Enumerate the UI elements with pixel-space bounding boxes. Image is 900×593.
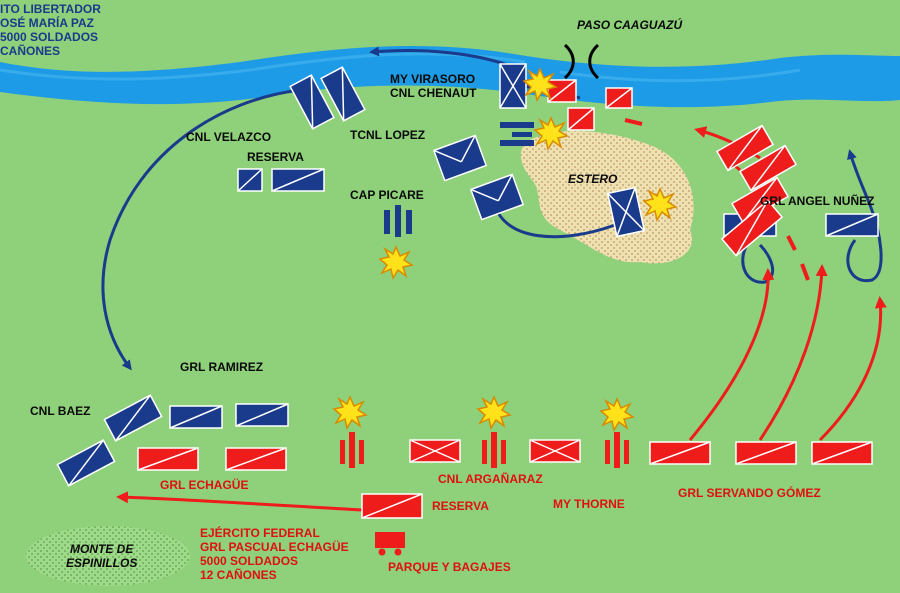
label-velazco: CNL VELAZCO (186, 130, 272, 144)
unit-picare-arty (384, 205, 412, 237)
unit-reserva-red (361, 493, 423, 519)
unit-echague-2 (225, 447, 287, 471)
unit-arganaraz-1 (409, 439, 461, 463)
unit-ramirez-2 (235, 403, 289, 427)
paso-crossing-icon (563, 43, 600, 80)
label-paso: PASO CAAGUAZÚ (577, 18, 683, 32)
blue-arrow-nunez (846, 149, 883, 283)
label-parque: PARQUE Y BAGAJES (388, 560, 511, 574)
unitarian-units (56, 63, 879, 487)
federal-army-info: EJÉRCITO FEDERAL GRL PASCUAL ECHAGÜE 500… (200, 526, 349, 582)
federal-info-line-3: 5000 SOLDADOS (200, 554, 299, 568)
unit-arty-1 (340, 432, 364, 468)
label-arganaraz: CNL ARGAÑARAZ (438, 472, 543, 486)
unit-red-river-3 (567, 107, 595, 131)
unit-red-cav-2 (738, 144, 798, 192)
wagon-icon (375, 532, 405, 556)
label-servando: GRL SERVANDO GÓMEZ (678, 486, 821, 500)
red-arrow-west (116, 491, 363, 512)
unit-lopez-1 (432, 134, 488, 182)
federal-info-line-2: GRL PASCUAL ECHAGÜE (200, 540, 349, 554)
unit-servando-1 (649, 441, 711, 465)
label-estero: ESTERO (568, 172, 618, 186)
unit-reserva-2 (271, 168, 325, 192)
unit-arty-2 (482, 432, 506, 468)
unit-echague-1 (137, 447, 199, 471)
label-ramirez: GRL RAMIREZ (180, 360, 264, 374)
unit-arty-3 (605, 432, 629, 468)
unit-servando-2 (735, 441, 797, 465)
monte-espinillos (26, 526, 190, 586)
label-echague: GRL ECHAGÜE (160, 478, 249, 492)
label-picare: CAP PICARE (350, 188, 424, 202)
label-reserva-blue: RESERVA (247, 150, 304, 164)
unitarian-army-info: ITO LIBERTADOR OSÉ MARÍA PAZ 5000 SOLDAD… (0, 2, 101, 58)
unitarian-info-line-4: CAÑONES (0, 44, 61, 58)
blue-arrow-estero (493, 204, 616, 239)
river (0, 46, 900, 108)
unit-red-cav-1 (715, 124, 775, 172)
unit-estero (606, 186, 646, 238)
unit-lopez-2 (469, 173, 525, 221)
label-monte: MONTE DE ESPINILLOS (66, 542, 138, 570)
unit-red-river-1 (547, 79, 577, 103)
federal-info-line-1: EJÉRCITO FEDERAL (200, 526, 320, 540)
unitarian-info-line-2: OSÉ MARÍA PAZ (0, 16, 95, 30)
label-reserva-red: RESERVA (432, 499, 489, 513)
blue-arrow-flank (101, 88, 301, 371)
label-baez: CNL BAEZ (30, 404, 91, 418)
unit-baez-1 (103, 394, 163, 442)
estero-marsh (520, 130, 694, 264)
unit-servando-3 (811, 441, 873, 465)
label-lopez: TCNL LOPEZ (350, 128, 426, 142)
unit-arganaraz-2 (529, 439, 581, 463)
red-arrow-servando-2 (758, 264, 828, 441)
label-virasoro-chenaut: MY VIRASORO CNL CHENAUT (390, 72, 476, 100)
unit-nunez-2 (825, 213, 879, 237)
unitarian-info-line-3: 5000 SOLDADOS (0, 30, 99, 44)
unit-velazco-1 (289, 74, 335, 130)
federal-info-line-4: 12 CAÑONES (200, 568, 277, 582)
label-thorne: MY THORNE (553, 497, 625, 511)
unit-virasoro-1 (499, 63, 527, 109)
red-arrow-servando-3 (818, 296, 887, 442)
unit-reserva-1 (237, 168, 263, 192)
label-virasoro: MY VIRASORO (390, 72, 476, 86)
blue-arrow-nunez-loop (741, 239, 775, 284)
label-nunez: GRL ANGEL NUÑEZ (760, 194, 875, 208)
unit-lopez-arty-1 (500, 122, 534, 146)
unit-baez-2 (56, 439, 116, 487)
unit-red-cav-4 (720, 199, 784, 257)
unit-ramirez-1 (169, 405, 223, 429)
unitarian-info-line-1: ITO LIBERTADOR (0, 2, 101, 16)
unit-velazco-2 (320, 66, 366, 122)
unit-red-river-2 (605, 87, 633, 109)
federal-units (137, 79, 873, 556)
red-arrow-servando-1 (688, 268, 775, 441)
label-chenaut: CNL CHENAUT (390, 86, 477, 100)
